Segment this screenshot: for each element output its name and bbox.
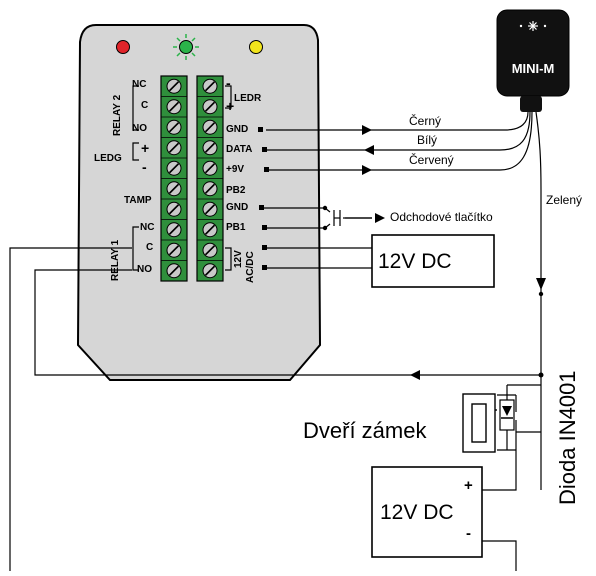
- yellow-led: [249, 40, 263, 54]
- psu-bottom-minus: -: [466, 525, 471, 542]
- term-gnd-bottom: GND: [226, 202, 249, 213]
- reader-name: MINI-M: [511, 61, 555, 76]
- term-no-top: NO: [132, 123, 147, 134]
- left-terminal-block: [160, 75, 188, 282]
- term-acdc: AC/DC: [245, 251, 256, 283]
- term-nc-top: NC: [132, 79, 147, 90]
- term-c-top: C: [141, 100, 149, 111]
- term-c-bottom: C: [146, 242, 154, 253]
- term-12v: 12V: [233, 250, 244, 268]
- reader-led-icon: [528, 21, 538, 31]
- right-terminal-block: [196, 75, 224, 282]
- term-data: DATA: [226, 144, 253, 155]
- wire-label-black: Černý: [409, 114, 442, 128]
- terminal-brackets: [132, 85, 232, 271]
- psu-top-label: 12V DC: [378, 250, 452, 273]
- wires: [9, 111, 542, 571]
- term-ledr-plus: +: [226, 98, 235, 114]
- term-no-bottom: NO: [137, 264, 152, 275]
- term-nc-bottom: NC: [140, 222, 155, 233]
- diode-symbol: [499, 399, 515, 431]
- term-ledg: LEDG: [94, 153, 122, 164]
- wire-terminal-dots: [258, 127, 544, 378]
- mini-m-reader: [496, 9, 570, 112]
- term-pb2: PB2: [226, 185, 246, 196]
- diode-label: Dioda IN4001: [555, 370, 580, 505]
- red-led: [116, 40, 130, 54]
- relay1-group-label: RELAY 1: [110, 239, 121, 281]
- psu-bottom-plus: +: [464, 477, 473, 494]
- relay2-group-label: RELAY 2: [112, 94, 123, 136]
- psu-bottom-label: 12V DC: [380, 501, 454, 524]
- term-ledg-minus: -: [142, 159, 147, 175]
- term-ledg-plus: +: [141, 140, 150, 156]
- wire-label-green: Zelený: [546, 193, 583, 207]
- term-pb1: PB1: [226, 222, 246, 233]
- wire-label-red: Červený: [409, 153, 454, 167]
- door-lock-label: Dveří zámek: [303, 418, 427, 443]
- term-ledr-minus: -: [226, 75, 231, 91]
- door-lock-symbol: [462, 393, 497, 453]
- psu-bottom-box: [371, 466, 483, 558]
- term-tamp: TAMP: [124, 195, 152, 206]
- term-plus9v: +9V: [226, 164, 245, 175]
- green-led: [173, 34, 199, 60]
- term-gnd-top: GND: [226, 124, 249, 135]
- term-ledr: LEDR: [234, 93, 262, 104]
- psu-top-box: [371, 234, 495, 288]
- wire-label-white: Bílý: [417, 133, 438, 147]
- exit-button-label: Odchodové tlačítko: [390, 210, 493, 224]
- arrow-heads: [362, 125, 546, 380]
